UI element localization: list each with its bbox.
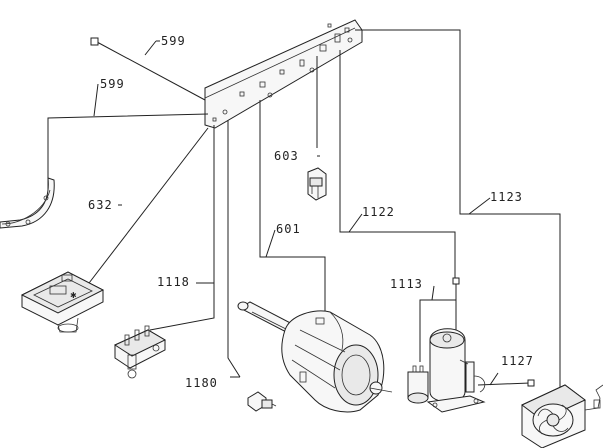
svg-text:✱: ✱ xyxy=(70,291,77,300)
control-board xyxy=(204,19,363,129)
label-1113: 1113 xyxy=(390,277,423,291)
compressor-assembly xyxy=(407,328,486,413)
label-1180: 1180 xyxy=(185,376,218,390)
label-1123: 1123 xyxy=(490,190,523,204)
connector-plug xyxy=(307,167,327,201)
label-1118: 1118 xyxy=(157,275,190,289)
label-599-top: 599 xyxy=(161,34,186,48)
label-632: 632 xyxy=(88,198,113,212)
drive-motor xyxy=(237,301,393,413)
leader-lines xyxy=(47,29,561,398)
cooling-fan xyxy=(521,384,603,448)
electronic-module: ✱ xyxy=(20,271,105,333)
label-1127: 1127 xyxy=(501,354,534,368)
label-1122: 1122 xyxy=(362,205,395,219)
label-601: 601 xyxy=(276,222,301,236)
bracket-arc xyxy=(0,177,55,229)
label-599-left: 599 xyxy=(100,77,125,91)
sensor-plug xyxy=(247,391,277,412)
label-603: 603 xyxy=(274,149,299,163)
door-switch xyxy=(113,325,167,379)
